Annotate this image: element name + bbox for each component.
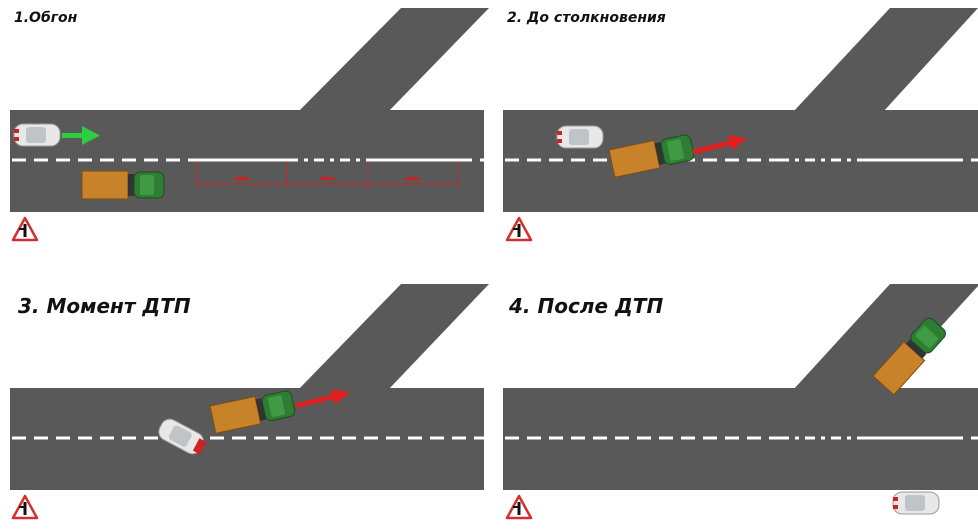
direction-arrow-icon (295, 389, 351, 409)
car-icon (556, 125, 604, 149)
panel-title: 4. После ДТП (509, 294, 664, 318)
side-road (793, 8, 978, 112)
side-road (298, 8, 489, 112)
warning-sign-icon (505, 494, 533, 520)
overtake-scene (10, 8, 489, 242)
accident-moment-scene (10, 284, 489, 520)
car-icon (13, 123, 61, 147)
truck-icon (81, 170, 165, 200)
after-accident-scene (503, 284, 978, 520)
truck-icon (872, 317, 946, 396)
panel-overtake: 1.Обгон (0, 0, 489, 266)
warning-sign-icon (11, 494, 39, 520)
dimension-lines (196, 162, 459, 188)
panel-accident-moment: 3. Момент ДТП (0, 266, 489, 532)
before-collision-scene (503, 8, 978, 242)
panel-after-accident: 4. После ДТП (489, 266, 978, 532)
warning-sign-icon (505, 216, 533, 242)
direction-arrow-icon (62, 126, 100, 145)
panel-title: 3. Момент ДТП (18, 294, 191, 318)
car-icon (158, 418, 207, 455)
panel-title: 2. До столкновения (507, 10, 666, 26)
direction-arrow-icon (692, 135, 748, 155)
side-road (298, 284, 489, 390)
side-road (793, 284, 978, 390)
dimension-labels (235, 177, 419, 180)
truck-icon (209, 390, 296, 434)
warning-sign-icon (11, 216, 39, 242)
truck-icon (608, 134, 695, 178)
panel-before-collision: 2. До столкновения (489, 0, 978, 266)
panel-title: 1.Обгон (14, 10, 78, 26)
car-icon (892, 491, 940, 515)
